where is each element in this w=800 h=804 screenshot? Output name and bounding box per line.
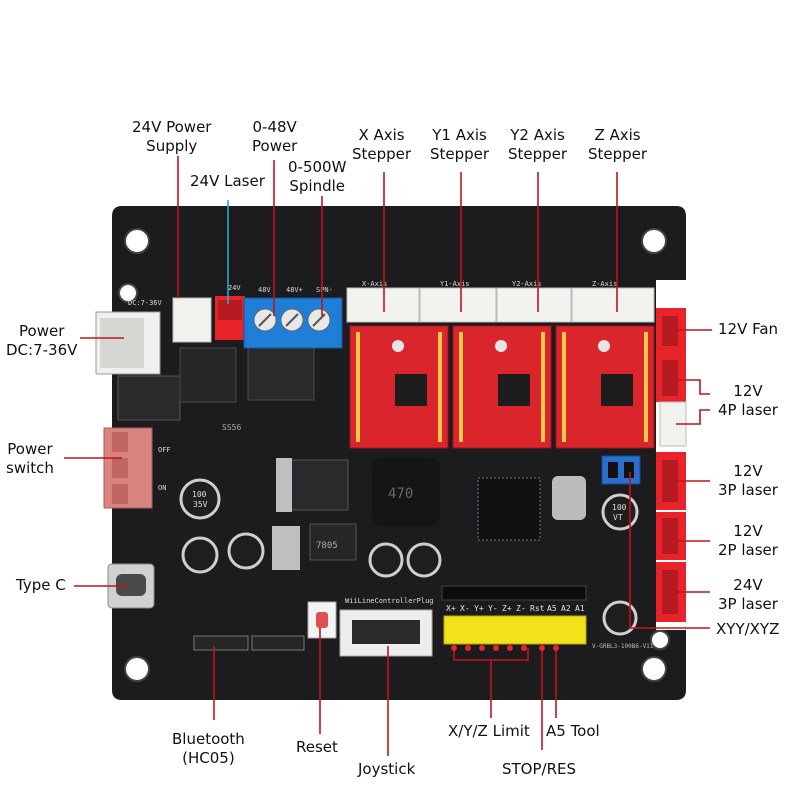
callout-type-c: Type C [16,576,66,595]
leader-lines [64,156,712,756]
svg-text:35V: 35V [193,500,208,509]
svg-text:Y+: Y+ [474,604,484,613]
mounting-holes [118,228,670,682]
callout-text: Bluetooth (HC05) [172,730,245,767]
callout-text: A5 Tool [546,722,600,740]
inductor [372,458,440,526]
svg-text:24V: 24V [228,284,241,292]
callout-text: XYY/XYZ [716,620,780,638]
leader-dots [451,645,559,651]
callout-text: Y2 Axis Stepper [508,126,568,163]
svg-text:X-: X- [460,604,470,613]
callout-24v-laser: 24V Laser [190,172,265,191]
callout-048v-power: 0-48V Power [252,118,297,156]
svg-text:Z+: Z+ [502,604,512,613]
svg-text:Y2-Axis: Y2-Axis [512,280,542,288]
callout-x-axis: X Axis Stepper [352,126,411,164]
mcu-chip [477,477,541,541]
capacitors [179,478,639,636]
callout-y1-axis: Y1 Axis Stepper [430,126,489,164]
callout-text: 24V Power Supply [132,118,212,155]
callout-text: 12V Fan [718,320,779,338]
callout-text: Y1 Axis Stepper [430,126,490,163]
svg-text:Z-Axis: Z-Axis [592,280,617,288]
callout-laser-24v-3p: 24V 3P laser [718,576,778,614]
callout-z-axis: Z Axis Stepper [588,126,647,164]
callout-y2-axis: Y2 Axis Stepper [508,126,567,164]
callout-text: 0-48V Power [252,118,298,155]
svg-text:48V+: 48V+ [286,286,303,294]
callout-text: 12V 3P laser [718,462,778,499]
svg-text:ON: ON [158,484,166,492]
callout-power-switch: Power switch [6,440,54,478]
callout-24v-power-supply: 24V Power Supply [132,118,211,156]
callout-text: X Axis Stepper [352,126,412,163]
callout-text: Joystick [358,760,416,778]
xyy-jumper [601,455,641,485]
callout-text: Type C [16,576,66,594]
stepper-drivers [349,325,655,449]
callout-text: 12V 4P laser [718,382,778,419]
svg-text:DC:7-36V: DC:7-36V [128,299,163,307]
callout-spindle: 0-500W Spindle [288,158,346,196]
callout-xyz-limit: X/Y/Z Limit [448,722,530,741]
io-header-yellow [443,615,587,645]
callout-text: Power DC:7-36V [6,322,78,359]
callout-stop-res: STOP/RES [502,760,576,779]
callout-a5-tool: A5 Tool [546,722,600,741]
svg-text:VT: VT [613,513,623,522]
callout-power-dc: Power DC:7-36V [6,322,77,360]
callout-text: 12V 2P laser [718,522,778,559]
callout-joystick: Joystick [358,760,415,779]
callout-text: X/Y/Z Limit [448,722,530,740]
svg-text:7805: 7805 [316,541,338,551]
power-24v-connector [172,297,212,343]
callout-fan-12v: 12V Fan [718,320,778,339]
svg-text:Y1-Axis: Y1-Axis [440,280,470,288]
callout-reset: Reset [296,738,338,757]
callout-text: STOP/RES [502,760,577,778]
svg-text:A2: A2 [561,604,571,613]
pin-labels: X+ X- Y+ Y- Z+ Z- Rst A5 A2 A1 [446,604,585,613]
svg-text:100: 100 [192,490,207,499]
svg-text:WiiLineControllerPlug: WiiLineControllerPlug [345,597,434,605]
stepper-connectors [346,287,655,323]
svg-text:A1: A1 [575,604,585,613]
svg-text:100: 100 [612,503,627,512]
svg-text:Rst: Rst [530,604,545,613]
callout-bluetooth: Bluetooth (HC05) [172,730,245,768]
svg-text:OFF: OFF [158,446,171,454]
svg-text:SPN-: SPN- [316,286,333,294]
svg-text:A5: A5 [547,604,557,613]
svg-text:48V: 48V [258,286,271,294]
svg-text:X+: X+ [446,604,456,613]
svg-text:SS56: SS56 [222,423,241,432]
svg-text:X-Axis: X-Axis [362,280,387,288]
callout-text: Reset [296,738,338,756]
svg-text:470: 470 [388,486,413,502]
bluetooth-header [193,635,249,651]
callout-text: 24V Laser [190,172,265,190]
callout-text: Z Axis Stepper [588,126,648,163]
svg-text:Z-: Z- [516,604,526,613]
callout-laser-12v-3p: 12V 3P laser [718,462,778,500]
callout-xyy-xyz: XYY/XYZ [716,620,779,639]
callout-text: Power switch [6,440,54,477]
callout-laser-12v-4p: 12V 4P laser [718,382,778,420]
svg-text:Y-: Y- [488,604,498,613]
svg-text:V-GRBL3-100B6-V11: V-GRBL3-100B6-V11 [592,643,654,650]
callout-text: 0-500W Spindle [288,158,347,195]
callout-text: 24V 3P laser [718,576,778,613]
callout-laser-12v-2p: 12V 2P laser [718,522,778,560]
